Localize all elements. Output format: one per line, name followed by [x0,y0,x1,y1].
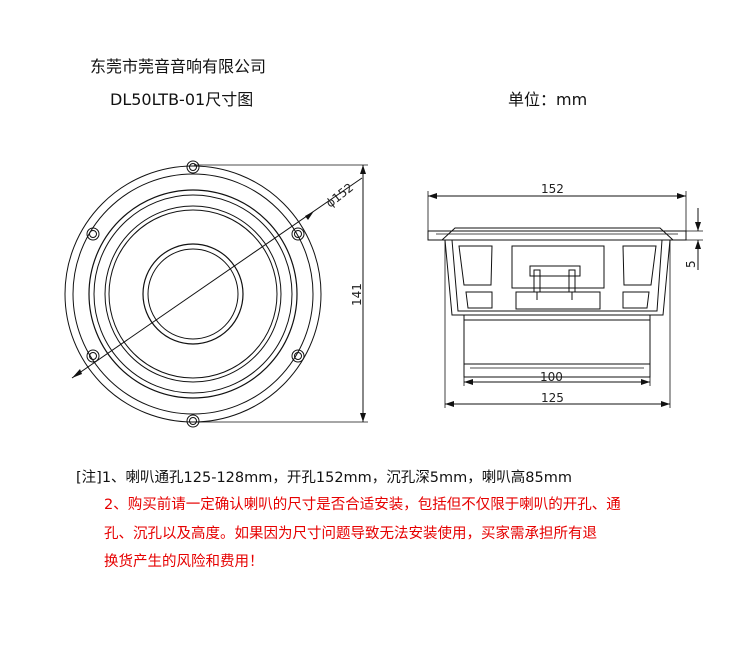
warning-note-line-3: 换货产生的风险和费用！ [104,554,264,570]
surround-outer-circle [88,189,298,399]
terminal-plate [529,265,581,277]
front-view [64,160,368,428]
basket-window-left [458,245,493,286]
basket-outline [444,239,671,316]
width-label: 152 [541,182,564,196]
terminal-box [511,245,605,289]
magnet-label: 100 [540,370,563,384]
side-view [427,191,703,408]
company-name: 东莞市莞音音响有限公司 [90,57,267,76]
magnet-bottom-plate [463,363,651,378]
cone-outer-circle [104,205,282,383]
note-line-1: [注]1、喇叭通孔125-128mm，开孔152mm，沉孔深5mm，喇叭高85m… [76,470,572,486]
warning-note-line-1: 2、购买前请一定确认喇叭的尺寸是否合适安装，包括但不仅限于喇叭的开孔、通 [104,497,621,513]
dust-cap-inner-circle [147,248,239,340]
height-label: 141 [350,283,364,306]
magnet [463,319,651,365]
basket-window-right [622,245,657,286]
frame-inner-circle [72,173,314,415]
diameter-leader [71,177,363,379]
drawing-title: DL50LTB-01尺寸图 [110,90,254,109]
mounting-holes [86,160,305,428]
outer-frame-circle [64,165,322,423]
depth-label: 5 [684,260,698,268]
frame-flange [427,230,687,241]
dust-cap-outer-circle [142,243,244,345]
surround-inner-circle [93,194,293,394]
cone-circle [108,209,278,379]
cone-top [441,227,674,241]
frame-label: 125 [541,391,564,405]
unit-label: 单位：mm [508,90,588,109]
magnet-top-plate [463,314,651,321]
warning-note-line-2: 孔、沉孔以及高度。如果因为尺寸问题导致无法安装使用，买家需承担所有退 [104,526,597,542]
